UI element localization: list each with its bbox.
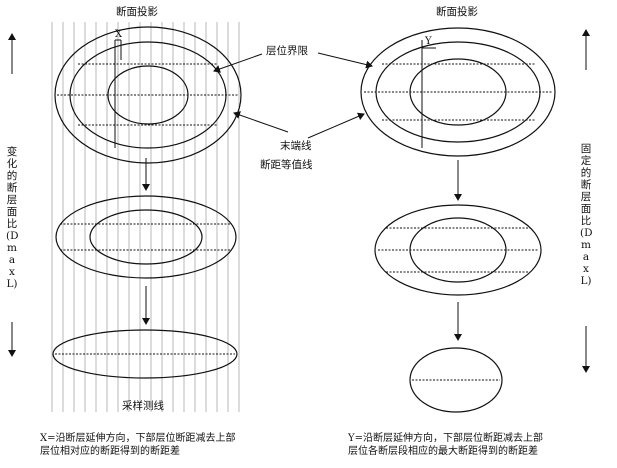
right-y-marker (421, 40, 436, 148)
leader-arrows (213, 52, 373, 139)
right-vertical-label: 固定的断层面比(DmaxL) (580, 143, 593, 287)
right-top-throw-contours (364, 63, 553, 121)
caption-right-line2: 层位各断层段相应的最大断距得到的断距差 (348, 446, 538, 457)
y-marker-label: Y (425, 36, 432, 47)
right-mid-throw-contours (378, 227, 538, 273)
right-bottom-fault-ellipse (409, 347, 503, 413)
x-marker-label: X (115, 29, 123, 40)
caption-left-line2: 层位相对应的断距得到的断距差 (40, 446, 180, 457)
side-arrows (8, 29, 590, 373)
left-bottom-fault-ellipse (52, 329, 238, 379)
projection-label-right: 断面投影 (436, 6, 478, 18)
caption-left-line1: X=沿断层延伸方向，下部层位断距减去上部 (40, 433, 236, 444)
left-vertical-label: 变化的断层面比(DmaxL) (6, 146, 19, 290)
throw-contour-label: 断距等值线 (260, 159, 313, 171)
left-mid-fault-ellipses (55, 195, 237, 279)
left-x-marker (114, 39, 122, 148)
tip-line-label: 末端线 (280, 140, 312, 152)
sampling-lines-label: 采样测线 (122, 400, 164, 412)
projection-label-left: 断面投影 (116, 6, 158, 18)
left-top-throw-contours (57, 63, 239, 126)
left-mid-throw-contours (60, 223, 232, 251)
horizon-boundary-label: 层位界限 (266, 45, 308, 57)
caption-right-line1: Y=沿断层延伸方向，下部层位断距减去上部 (348, 433, 543, 444)
